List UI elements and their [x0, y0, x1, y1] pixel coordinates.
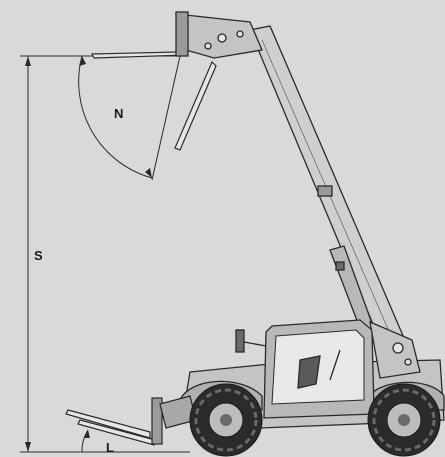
- raised-carriage: [175, 11, 189, 57]
- pivot-pin: [392, 342, 404, 354]
- raised-fork-horizontal: [91, 51, 187, 59]
- rear-tread: [372, 388, 436, 452]
- lowered-forks: [65, 397, 163, 446]
- ground-arrow: [84, 430, 90, 438]
- side-mirror: [235, 329, 245, 353]
- rear-hub: [398, 414, 410, 426]
- boom-wear-pad: [317, 185, 333, 197]
- ground-angle-label: L: [106, 440, 114, 455]
- height-arrow-top: [25, 56, 31, 66]
- lowered-fork-carriage: [151, 397, 163, 445]
- lowered-fork-lower: [77, 419, 156, 446]
- raised-fork-tilted: [174, 60, 217, 151]
- boom-pin: [236, 30, 244, 38]
- raised-forks: [91, 51, 217, 151]
- tilt-angle-dimension: [78, 55, 181, 181]
- boom-pin: [217, 33, 227, 43]
- height-dimension: [20, 55, 190, 453]
- front-wheel: [189, 383, 263, 457]
- mirror-arm: [243, 341, 267, 347]
- operator-seat: [297, 355, 321, 389]
- tilt-angle-label: N: [114, 106, 123, 121]
- tilt-angle-arc: [78, 55, 153, 179]
- lowered-fork-upper: [65, 409, 151, 439]
- pivot-pin: [404, 358, 412, 366]
- boom-wear-pad: [335, 261, 345, 271]
- tilt-arrow-bottom: [145, 168, 152, 178]
- ground-angle-dimension: [81, 429, 90, 453]
- tilt-arrow-top: [79, 56, 86, 66]
- height-label: S: [34, 248, 43, 263]
- boom-pin: [204, 42, 212, 50]
- steering-column: [329, 349, 341, 381]
- tilt-angle-reference: [151, 55, 181, 181]
- rear-wheel: [367, 383, 441, 457]
- front-tread: [194, 388, 258, 452]
- ground-angle-arc: [81, 429, 89, 453]
- height-arrow-bottom: [25, 442, 31, 452]
- front-hub: [220, 414, 232, 426]
